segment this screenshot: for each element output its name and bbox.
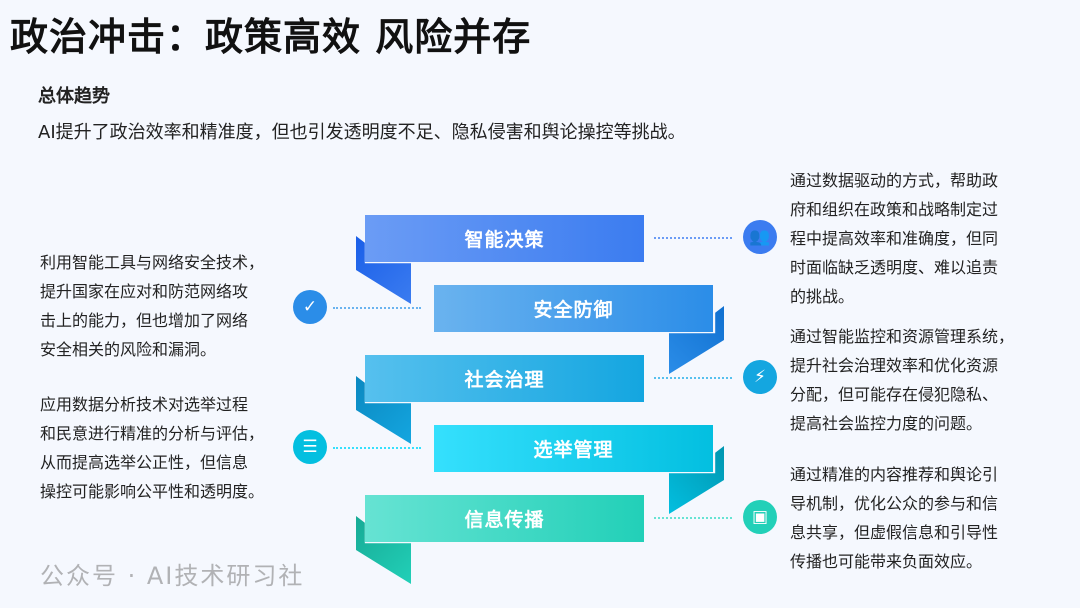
connector-line <box>654 517 732 519</box>
description-3: 通过智能监控和资源管理系统， 提升社会治理效率和优化资源分配，但可能存在侵犯隐私、… <box>790 322 1014 438</box>
description-line: 操控可能影响公平性和透明度。 <box>40 482 265 501</box>
description-line: 导机制，优化公众的参与和信 <box>790 494 999 513</box>
connector-line <box>654 237 732 239</box>
ribbon-4: 选举管理 <box>434 425 713 472</box>
description-line: 息共享，但虚假信息和引导性 <box>790 523 999 542</box>
ribbon-3: 社会治理 <box>365 355 644 402</box>
description-line: 通过数据驱动的方式，帮助政 <box>790 171 999 190</box>
description-5: 通过精准的内容推荐和舆论引导机制，优化公众的参与和信息共享，但虚假信息和引导性传… <box>790 460 998 576</box>
users-icon: 👥 <box>743 220 777 254</box>
description-line: 提升社会治理效率和优化资源 <box>790 356 999 375</box>
description-line: 府和组织在政策和战略制定过 <box>790 200 999 219</box>
description-line: 从而提高选举公正性，但信息 <box>40 453 249 472</box>
section-subtitle: 总体趋势 <box>38 86 110 107</box>
description-4: 应用数据分析技术对选举过程和民意进行精准的分析与评估， 从而提高选举公正性，但信息… <box>40 390 264 506</box>
description-line: 传播也可能带来负面效应。 <box>790 552 983 571</box>
shield-check-icon: ✓ <box>293 290 327 324</box>
description-line: 分配，但可能存在侵犯隐私、 <box>790 385 999 404</box>
ribbon-1: 智能决策 <box>365 215 644 262</box>
description-line: 提升国家在应对和防范网络攻 <box>40 282 249 301</box>
description-line: 程中提高效率和准确度，但同 <box>790 229 999 248</box>
connector-line <box>333 447 421 449</box>
description-line: 通过精准的内容推荐和舆论引 <box>790 465 999 484</box>
lightbulb-head-icon: ⚡ <box>743 360 777 394</box>
description-line: 的挑战。 <box>790 287 855 306</box>
page-title: 政治冲击：政策高效 风险并存 <box>10 15 532 59</box>
description-line: 利用智能工具与网络安全技术， <box>40 253 265 272</box>
ribbon-2: 安全防御 <box>434 285 713 332</box>
description-line: 提高社会监控力度的问题。 <box>790 414 983 433</box>
ribbon-5: 信息传播 <box>365 495 644 542</box>
description-line: 击上的能力，但也增加了网络 <box>40 311 249 330</box>
description-line: 时面临缺乏透明度、难以追责 <box>790 258 999 277</box>
description-line: 安全相关的风险和漏洞。 <box>40 340 217 359</box>
watermark: 公众号 · AI技术研习社 <box>40 562 305 590</box>
description-line: 通过智能监控和资源管理系统， <box>790 327 1015 346</box>
description-line: 和民意进行精准的分析与评估， <box>40 424 265 443</box>
message-icon: ▣ <box>743 500 777 534</box>
summary-text: AI提升了政治效率和精准度，但也引发透明度不足、隐私侵害和舆论操控等挑战。 <box>38 122 686 143</box>
connector-line <box>333 307 421 309</box>
description-line: 应用数据分析技术对选举过程 <box>40 395 249 414</box>
connector-line <box>654 377 732 379</box>
description-2: 利用智能工具与网络安全技术， 提升国家在应对和防范网络攻击上的能力，但也增加了网络… <box>40 248 264 364</box>
description-1: 通过数据驱动的方式，帮助政府和组织在政策和战略制定过程中提高效率和准确度，但同时… <box>790 166 998 311</box>
clipboard-icon: ☰ <box>293 430 327 464</box>
